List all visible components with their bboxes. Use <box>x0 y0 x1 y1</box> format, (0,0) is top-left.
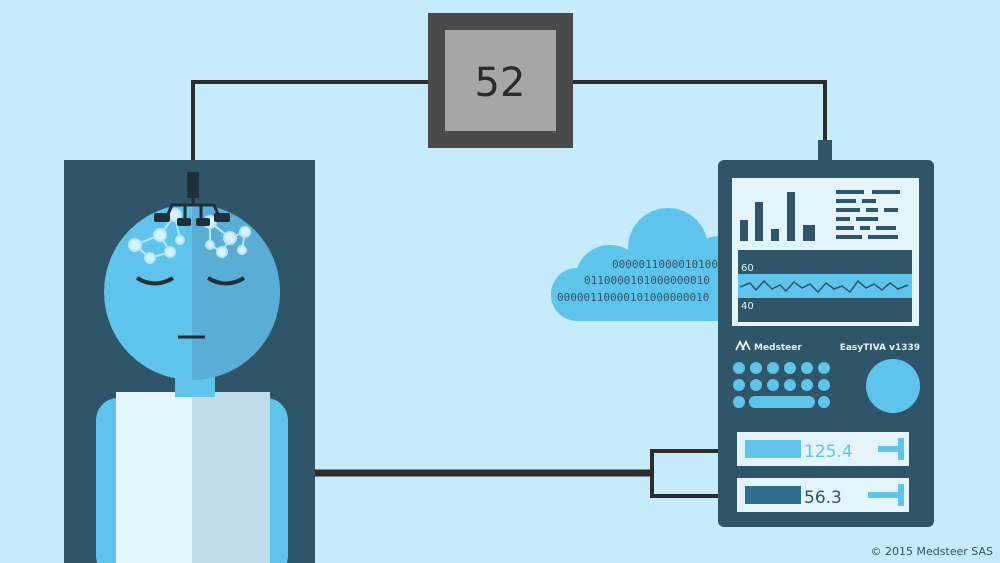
key-button[interactable] <box>784 379 796 391</box>
syringe-2-value: 56.3 <box>804 488 842 508</box>
wave-scale-bottom: 40 <box>741 301 754 312</box>
waveform-line <box>739 279 909 294</box>
monitor-value: 52 <box>475 60 526 106</box>
eeg-sensor <box>154 172 230 226</box>
wave-scale-top: 60 <box>741 263 754 274</box>
pump-dial-knob[interactable] <box>866 359 920 413</box>
key-button[interactable] <box>750 379 762 391</box>
syringe-1-value: 125.4 <box>804 442 853 462</box>
cables <box>191 80 827 498</box>
key-button[interactable] <box>733 362 745 374</box>
key-button[interactable] <box>818 396 830 408</box>
key-button[interactable] <box>733 396 745 408</box>
medsteer-logo-icon <box>735 339 751 351</box>
key-button[interactable] <box>750 362 762 374</box>
waveform-band <box>738 274 912 298</box>
pump-keypad <box>733 362 830 408</box>
iv-line-syringe-1 <box>650 449 730 473</box>
copyright-text: © 2015 Medsteer SAS <box>870 545 993 558</box>
iv-line-syringe-2 <box>650 473 730 498</box>
key-button[interactable] <box>801 362 813 374</box>
syringe-1-fill <box>745 440 801 458</box>
pump-brand: Medsteer <box>754 343 802 353</box>
monitor-screen <box>445 30 556 131</box>
key-button[interactable] <box>818 379 830 391</box>
syringe-2-plunger <box>868 492 898 498</box>
key-button[interactable] <box>818 362 830 374</box>
pump-cable <box>572 80 827 145</box>
patient-gown-right <box>192 392 270 563</box>
pump-model: EasyTIVA v1339 <box>840 343 920 353</box>
syringe-2-fill <box>745 486 801 504</box>
key-button[interactable] <box>784 362 796 374</box>
closed-eye-left <box>135 276 175 286</box>
binary-line-3: 00000110000101000000010 <box>557 291 709 304</box>
data-cloud: 0000011000010100 0110000101000000010 000… <box>551 208 752 321</box>
syringe-1: 125.4 <box>737 432 909 466</box>
key-button[interactable] <box>767 362 779 374</box>
patient <box>96 172 288 563</box>
data-readout-icon <box>836 190 900 239</box>
bar-chart-icon <box>740 192 815 241</box>
key-button[interactable] <box>733 379 745 391</box>
binary-line-1: 0000011000010100 <box>612 258 718 271</box>
closed-eye-right <box>206 276 246 286</box>
syringe-1-plunger <box>878 446 898 452</box>
eeg-cable <box>191 80 430 180</box>
key-button[interactable] <box>767 379 779 391</box>
infusion-pump: 60 40 Medsteer EasyTIVA v1339 125.4 <box>718 140 934 527</box>
binary-line-2: 0110000101000000010 <box>584 274 710 287</box>
key-button[interactable] <box>801 379 813 391</box>
bis-monitor: 52 <box>428 13 573 148</box>
syringe-2: 56.3 <box>737 478 909 512</box>
key-bar-button[interactable] <box>749 396 815 408</box>
